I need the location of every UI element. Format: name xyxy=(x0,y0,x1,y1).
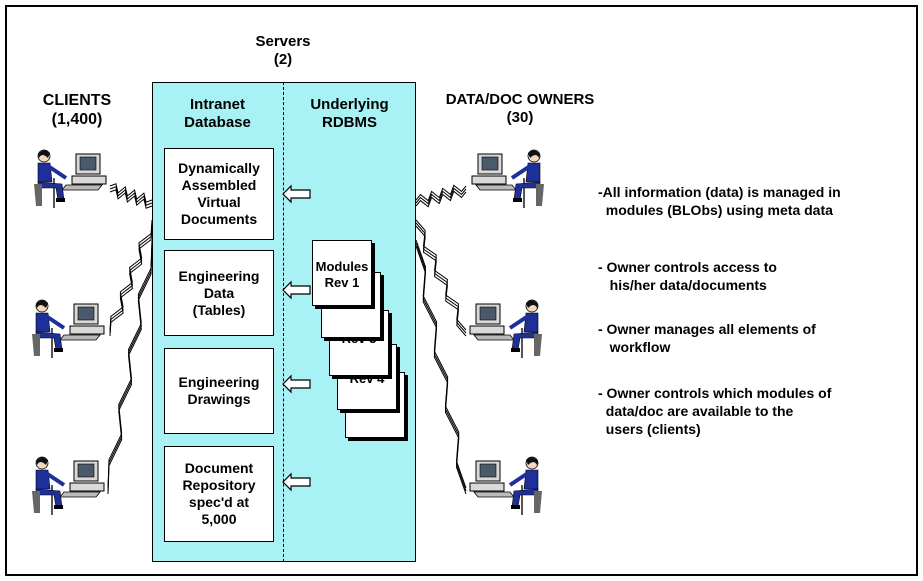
lightning-link-icon xyxy=(415,187,467,205)
person-at-computer-icon xyxy=(469,299,542,358)
revision-card-1: Modules Rev 1 xyxy=(312,240,372,306)
bullet-workflow: - Owner manages all elements of workflow xyxy=(598,321,816,355)
servers-label: Servers (2) xyxy=(255,33,311,68)
lightning-link-icon xyxy=(109,186,153,206)
person-at-computer-icon xyxy=(34,149,107,208)
owners-label: DATA/DOC OWNERS (30) xyxy=(445,91,595,126)
lightning-link-icon xyxy=(415,245,467,495)
arrow-left-icon xyxy=(282,280,311,300)
lightning-link-icon xyxy=(415,225,467,337)
lightning-link-icon xyxy=(415,184,467,202)
lightning-link-icon xyxy=(109,189,153,209)
person-at-computer-icon xyxy=(471,149,544,208)
lightning-link-icon xyxy=(109,222,153,334)
bullet-module-availability: - Owner controls which modules of data/d… xyxy=(598,385,832,437)
rdbms-header: Underlying RDBMS xyxy=(310,96,389,131)
lightning-link-icon xyxy=(109,225,153,337)
document-repository-box: Document Repository spec'd at 5,000 xyxy=(164,446,274,542)
virtual-documents-box: Dynamically Assembled Virtual Documents xyxy=(164,148,274,240)
lightning-link-icon xyxy=(107,245,153,495)
lightning-link-icon xyxy=(109,219,153,331)
clients-label: CLIENTS (1,400) xyxy=(42,92,112,128)
person-at-computer-icon xyxy=(32,456,105,515)
engineering-data-box: Engineering Data (Tables) xyxy=(164,250,274,336)
arrow-left-icon xyxy=(282,472,311,492)
bullet-access-control: - Owner controls access to his/her data/… xyxy=(598,259,777,293)
lightning-link-icon xyxy=(109,183,153,203)
arrow-left-icon xyxy=(282,184,311,204)
intranet-database-header: Intranet Database xyxy=(184,96,251,131)
arrow-left-icon xyxy=(282,374,311,394)
server-divider xyxy=(283,82,284,562)
lightning-link-icon xyxy=(415,190,467,208)
engineering-drawings-box: Engineering Drawings xyxy=(164,348,274,434)
person-at-computer-icon xyxy=(469,456,542,515)
person-at-computer-icon xyxy=(32,299,105,358)
bullet-info-managed: -All information (data) is managed in mo… xyxy=(598,184,841,218)
